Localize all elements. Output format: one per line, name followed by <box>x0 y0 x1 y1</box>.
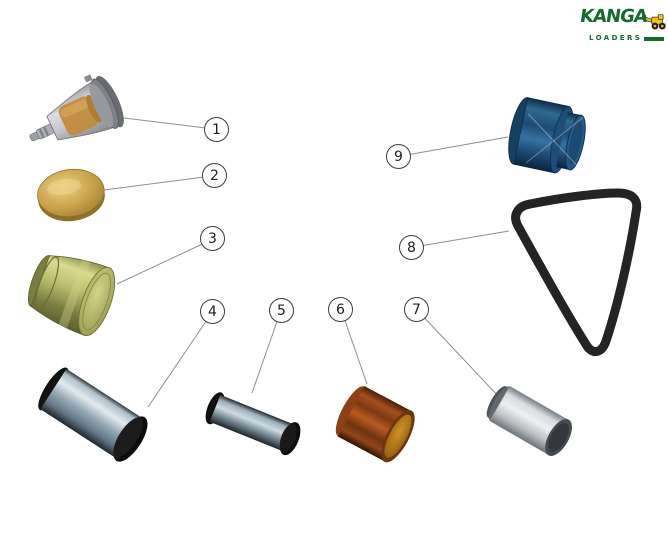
part-oil-filter-olive <box>27 255 116 337</box>
leader-line-4 <box>147 313 212 408</box>
part-brass-cap <box>37 168 105 222</box>
brand-tagline: LOADERS <box>589 34 643 42</box>
part-white-element <box>486 385 572 456</box>
callout-3: 3 <box>200 226 225 251</box>
callout-8: 8 <box>399 235 424 260</box>
callout-4: 4 <box>200 299 225 324</box>
leader-line-8 <box>413 230 510 248</box>
part-small-cartridge <box>205 392 301 456</box>
callout-leader-lines <box>95 115 510 408</box>
part-oil-filter-blue <box>508 97 586 174</box>
loader-vehicle-icon <box>641 14 666 30</box>
leader-line-1 <box>106 115 215 130</box>
leader-line-3 <box>116 239 212 285</box>
part-copper-bushing <box>335 386 415 463</box>
callout-1: 1 <box>204 117 229 142</box>
callout-6: 6 <box>328 297 353 322</box>
callout-5: 5 <box>269 298 294 323</box>
callout-9: 9 <box>386 144 411 169</box>
brand-logo: KANGA LOADERS <box>578 6 666 42</box>
leader-line-5 <box>251 312 281 394</box>
part-fuel-filter <box>29 74 124 142</box>
leader-line-6 <box>341 311 368 385</box>
part-drive-belt <box>511 188 642 357</box>
callout-7: 7 <box>404 297 429 322</box>
leader-line-7 <box>418 311 500 398</box>
leader-line-2 <box>95 175 213 192</box>
callout-2: 2 <box>202 163 227 188</box>
part-large-cartridge <box>38 367 148 462</box>
brand-underline-bar <box>644 36 664 41</box>
leader-line-9 <box>400 136 509 157</box>
brand-name: KANGA <box>578 6 649 27</box>
